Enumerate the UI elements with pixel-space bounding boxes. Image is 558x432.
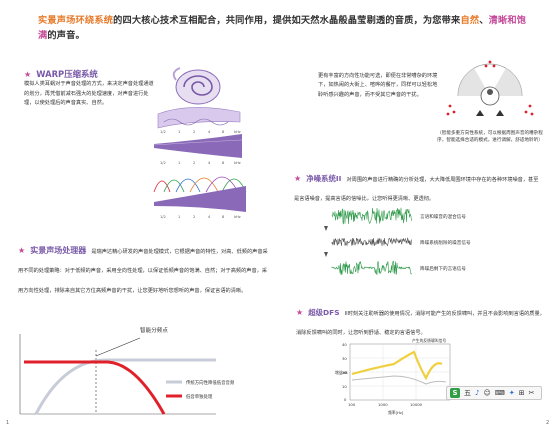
header-clear-full: 清晰和饱满 <box>38 15 527 41</box>
dfs-chart-title: 产生的反馈啸叫信号 <box>412 338 446 343</box>
sogou-logo-icon[interactable]: S <box>450 388 460 398</box>
header-system-name: 实景声场环绕系统 <box>38 15 114 26</box>
ime-toolbox-icon[interactable]: ⊞ <box>518 389 525 397</box>
axis-tick: 1/2 <box>160 130 166 134</box>
direction-body: 更有丰富的方向性功能可选，即便在非常嘈杂的环境下，如热闹的大街上、喧哗的餐厅，同… <box>318 73 438 98</box>
crossover-label: 智能分频点 <box>140 328 168 334</box>
sound-source-dots <box>446 60 534 116</box>
dfs-ytick: 0 <box>344 397 347 402</box>
low-freq-curve <box>24 360 166 415</box>
direction-diagram <box>446 60 534 116</box>
axis-tick: 4 <box>208 215 211 219</box>
mixed-waveform <box>331 207 412 225</box>
noise-label-remaining: 降噪后剩下的言语信号 <box>420 265 466 272</box>
noise-label-removed: 降噪系统削除的噪音信号 <box>420 239 471 246</box>
purple-wedge-2 <box>154 186 246 212</box>
legend-label-traditional: 传统方向性降低低音音频 <box>186 379 235 386</box>
dfs-xtick: 1000 <box>378 402 388 407</box>
axis-tick: kHz <box>234 161 241 165</box>
dfs-body: II时刻关注助听器的使用情况，消除可能产生的反馈啸叫，并且不会影响到言语的质量，… <box>296 311 545 337</box>
star-bullet-icon: ★ <box>24 70 32 79</box>
axis-tick: 1/2 <box>160 215 166 219</box>
axis-tick: kHz <box>234 215 241 219</box>
axis-tick: 8 <box>222 215 225 219</box>
axis-tick: 1 <box>178 215 180 219</box>
noise-body: 对周围的声音进行精确的分析处理，大大降低周围环境中存在的各种环境噪音，甚至是言语… <box>294 177 539 203</box>
gain-curve <box>351 375 447 385</box>
direction-caption: （智能多重方向性系统，可以根据周围声音的嘈杂程序，智能选择合适的模式，进行调解，… <box>437 131 543 144</box>
axis-tick: 1 <box>178 130 180 134</box>
header-text: 的四大核心技术互相配合，共同作用，提供如天然水晶般晶莹剔透的音质，为您带来 <box>113 15 461 26</box>
ime-punctuation-icon[interactable]: ♪ <box>475 389 480 397</box>
dfs-title: 超级DFS <box>308 308 340 317</box>
feedback-curve <box>351 350 443 381</box>
noise-diagram: 言语和噪音的混合信号 降噪系统削除的噪音信号 降噪后剩下的言语信号 <box>324 207 471 276</box>
legend-label-low: 低音单独处理 <box>186 393 213 400</box>
purple-wedge <box>154 134 242 158</box>
axis-tick: 8 <box>222 130 225 134</box>
warp-title: WARP压缩系统 <box>36 69 98 79</box>
page-number-left: 1 <box>6 420 10 426</box>
axis-tick: 8 <box>222 161 225 165</box>
axis-tick: 2 <box>193 215 195 219</box>
processor-section: ★ 实景声场处理器 是瑞声达精心研发的声音处理模式，它根据声音的特性，对高、低频… <box>18 238 270 296</box>
noise-waveform <box>331 237 412 247</box>
axis-tick: 4 <box>208 161 211 165</box>
ime-keyboard-icon[interactable]: ⌨ <box>494 389 505 397</box>
axis-tick: 4 <box>208 130 211 134</box>
membrane-band <box>157 107 241 129</box>
axis-tick: kHz <box>234 130 241 134</box>
noise-label-mixed: 言语和噪音的混合信号 <box>420 213 466 220</box>
header-end: 的声音。 <box>47 30 85 41</box>
ime-skin-icon[interactable]: ✦ <box>508 389 515 397</box>
axis-tick: 1/2 <box>160 161 166 165</box>
dfs-ylabel: 增益dB <box>335 370 348 375</box>
processor-body: 是瑞声达精心研发的声音处理模式，它根据声音的特性，对高、低频的声音采用不同的处理… <box>18 249 268 294</box>
axis-tick: 2 <box>193 161 195 165</box>
dfs-gridlines <box>350 344 450 400</box>
processor-title: 实景声场处理器 <box>30 246 87 255</box>
dfs-chart: 产生的反馈啸叫信号 增益dB 频率[Hz] 40 30 20 10 0 100 … <box>335 338 451 415</box>
dfs-section: ★ 超级DFS II时刻关注助听器的使用情况，消除可能产生的反馈啸叫，并且不会影… <box>296 300 546 339</box>
page-number-right: 2 <box>546 420 550 426</box>
warp-body: 模拟人类耳蜗对于声音处理的方式，来决定声音处理通道的划分，再凭借前减石强大的处理… <box>24 81 154 107</box>
ime-chinese-mode-button[interactable]: 五 <box>464 389 471 397</box>
ime-toolbar[interactable]: S 五 ♪ ☺ ⌨ ✦ ⊞ ✂ <box>446 386 542 400</box>
dfs-ytick: 40 <box>342 342 347 347</box>
page-header: 实景声场环绕系统的四大核心技术互相配合，共同作用，提供如天然水晶般晶莹剔透的音质… <box>38 13 528 43</box>
axis-tick: 1 <box>178 161 180 165</box>
cochlea-icon <box>172 67 221 105</box>
noise-section: ★ 净噪系统II 对周围的声音进行精确的分析处理，大大降低周围环境中存在的各种环… <box>294 166 542 205</box>
pointer-line <box>95 337 141 357</box>
traditional-curve <box>34 358 216 415</box>
dfs-xlabel: 频率[Hz] <box>388 410 404 415</box>
head-icon <box>480 86 500 106</box>
header-natural: 自然 <box>460 15 480 26</box>
star-bullet-icon: ★ <box>18 246 26 255</box>
dfs-xtick: 100 <box>348 402 356 407</box>
dfs-ytick: 30 <box>342 356 347 361</box>
warp-section: ★ WARP压缩系统 模拟人类耳蜗对于声音处理的方式，来决定声音处理通道的划分，… <box>24 66 154 109</box>
noise-title: 净噪系统II <box>306 174 342 183</box>
axis-tick: 2 <box>193 130 195 134</box>
dfs-ytick: 20 <box>342 370 347 375</box>
arrow-icons <box>324 226 328 257</box>
speech-waveform <box>331 260 412 276</box>
ime-screenshot-icon[interactable]: ✂ <box>528 389 535 397</box>
header-sep: 、 <box>479 15 489 26</box>
ime-emoji-icon[interactable]: ☺ <box>483 389 491 397</box>
star-bullet-icon: ★ <box>294 174 302 183</box>
dfs-xtick: 10000 <box>410 402 423 407</box>
dfs-ytick: 10 <box>342 384 347 389</box>
crossover-chart: 传统方向性降低低音音频 低音单独处理 <box>19 334 235 415</box>
warp-diagram: 1/2 1 2 4 8 kHz 1/2 1 2 4 8 kHz 1/2 1 2 … <box>153 67 247 219</box>
star-bullet-icon: ★ <box>296 308 304 317</box>
